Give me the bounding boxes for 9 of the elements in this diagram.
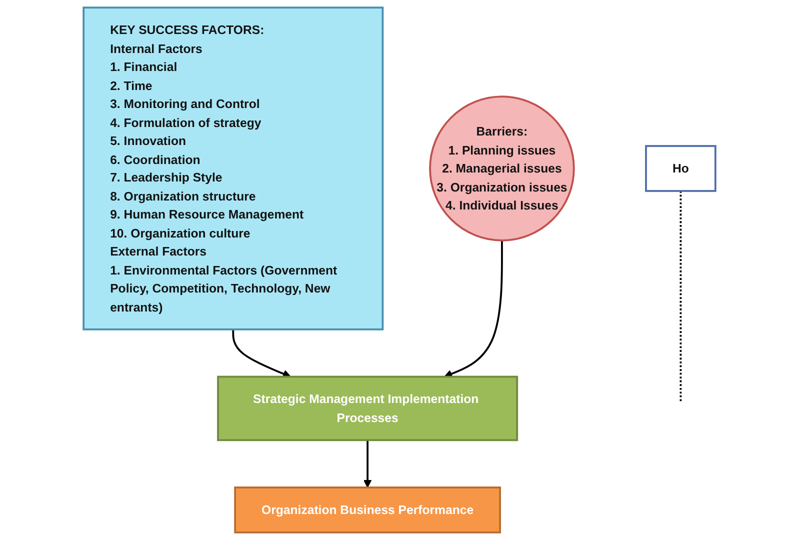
node-box: Ho	[645, 145, 716, 192]
node-circle: Barriers: 1. Planning issues 2. Managerial issues 3. Organization issues 4. Individual Issues	[429, 96, 575, 242]
arrow	[232, 329, 291, 378]
node-box: KEY SUCCESS FACTORS: Internal Factors 1. Financial 2. Time 3. Monitoring and Control 4. Formulation of strategy 5. Innovation 6. Coordination 7. Leadership Style 8. Organization structure 9. Human Resource Management 10. Organization culture External Factors 1. Environmental Factors (Government Policy, Competition, Technology, New entrants)	[82, 6, 384, 330]
arrow	[363, 440, 372, 488]
node-box: Organization Business Performance	[234, 486, 501, 534]
connector	[680, 190, 682, 402]
arrow	[444, 240, 503, 378]
node-box: Strategic Management Implementation Processes	[217, 376, 518, 442]
